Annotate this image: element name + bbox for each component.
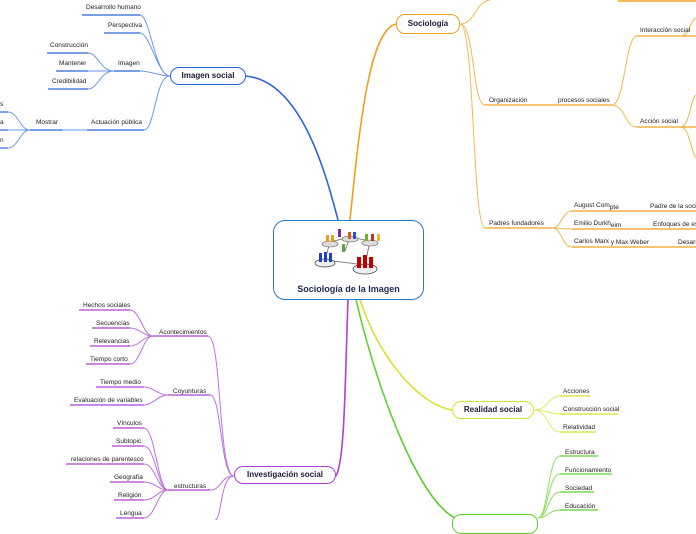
- subtopic-mostrar-child-1[interactable]: s: [0, 101, 4, 108]
- people-network-icon: [314, 229, 380, 275]
- subtopic-desarrollo-humano[interactable]: Desarrollo humano: [86, 4, 141, 11]
- subtopic-accion-social[interactable]: Acción social: [640, 118, 678, 125]
- subtopic-relaciones-parentesco[interactable]: relaciones de parentesco: [71, 456, 144, 463]
- founder-marx-suffix: y Max Weber: [610, 239, 650, 246]
- subtopic-mostrar-child-2[interactable]: a: [0, 119, 4, 126]
- founder-comte-detail[interactable]: Padre de la socio: [650, 203, 696, 210]
- subtopic-mostrar-child-3[interactable]: n: [0, 137, 4, 144]
- subtopic-tiempo-medio[interactable]: Tiempo medio: [100, 379, 141, 386]
- subtopic-relevancias[interactable]: Relevancias: [94, 338, 130, 345]
- founder-durkheim-detail[interactable]: Enfoques de est: [653, 221, 696, 228]
- subtopic-sociedad[interactable]: Sociedad: [565, 485, 593, 492]
- subtopic-educacion[interactable]: Educación: [565, 503, 596, 510]
- founder-comte-name: August Com: [574, 202, 610, 209]
- subtopic-procesos-sociales[interactable]: procesos sociales: [558, 97, 610, 104]
- topic-imagen-social[interactable]: Imagen social: [170, 67, 246, 85]
- subtopic-subtopic[interactable]: Subtopic: [116, 438, 142, 445]
- topic-green-branch[interactable]: [452, 514, 538, 534]
- subtopic-hechos-sociales[interactable]: Hechos sociales: [83, 302, 131, 309]
- subtopic-funcionamiento[interactable]: Funcionamiento: [565, 467, 612, 474]
- founder-marx-weber[interactable]: Carlos Marx y Max Weber: [574, 238, 649, 246]
- topic-realidad-social[interactable]: Realidad social: [452, 401, 534, 419]
- founder-durkheim-suffix: eim: [610, 222, 622, 229]
- subtopic-vinculos[interactable]: Vínculos: [117, 420, 142, 427]
- founder-durkheim[interactable]: Emilio Durkheim: [574, 220, 622, 229]
- founder-marx-detail[interactable]: Desarr: [678, 239, 696, 246]
- subtopic-construccion-social[interactable]: Construcción social: [563, 406, 620, 413]
- subtopic-religion[interactable]: Religión: [118, 492, 142, 499]
- central-topic[interactable]: Sociología de la Imagen: [273, 220, 424, 300]
- subtopic-padres-fundadores[interactable]: Padres fundadores: [489, 220, 544, 227]
- founder-marx-name: Carlos Marx: [574, 238, 610, 245]
- connector-lines: [0, 0, 696, 520]
- subtopic-mostrar[interactable]: Mostrar: [36, 119, 59, 126]
- subtopic-acciones[interactable]: Acciones: [563, 388, 590, 395]
- subtopic-imagen[interactable]: Imagen: [118, 60, 140, 67]
- subtopic-acontecimientos[interactable]: Acontecimientos: [159, 329, 207, 336]
- subtopic-evaluacion-variables[interactable]: Evaluación de variables: [74, 397, 143, 404]
- founder-comte[interactable]: August Compte: [574, 202, 619, 211]
- subtopic-actuacion-publica[interactable]: Actuación pública: [91, 119, 142, 126]
- subtopic-interaccion-social[interactable]: Interacción social: [640, 27, 691, 34]
- subtopic-coyunturas[interactable]: Coyunturas: [173, 388, 207, 395]
- subtopic-perspectiva[interactable]: Perspectiva: [108, 22, 142, 29]
- subtopic-mantener[interactable]: Mantener: [59, 60, 87, 67]
- subtopic-construccion[interactable]: Construcción: [50, 42, 88, 49]
- subtopic-lengua[interactable]: Lengua: [120, 510, 142, 517]
- subtopic-geografia[interactable]: Geografía: [114, 474, 143, 481]
- central-title: Sociología de la Imagen: [297, 284, 400, 294]
- subtopic-tiempo-corto[interactable]: Tiempo corto: [90, 356, 128, 363]
- founder-durkheim-name: Emilio Durkh: [574, 220, 611, 227]
- subtopic-organizacion[interactable]: Organización: [489, 97, 528, 104]
- topic-investigacion-social[interactable]: Investigación social: [234, 466, 336, 484]
- founder-comte-suffix: pte: [609, 204, 619, 211]
- subtopic-estructura[interactable]: Estructura: [565, 449, 595, 456]
- subtopic-relatividad[interactable]: Relatividad: [563, 424, 596, 431]
- subtopic-secuencias[interactable]: Secuencias: [96, 320, 130, 327]
- subtopic-credibilidad[interactable]: Credibilidad: [52, 78, 87, 85]
- subtopic-estructuras[interactable]: estructuras: [174, 483, 207, 490]
- topic-sociologia[interactable]: Sociología: [396, 14, 460, 34]
